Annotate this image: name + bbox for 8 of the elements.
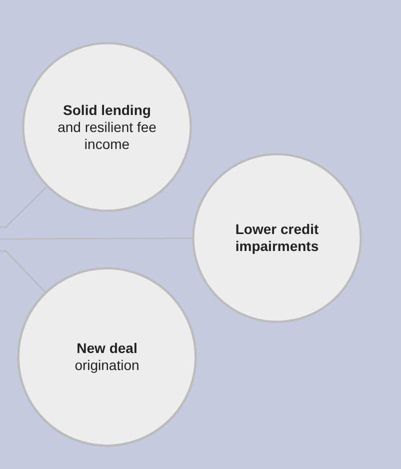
- node-heading: Lower credit impairments: [234, 221, 320, 255]
- node-heading: Solid lending: [63, 102, 151, 118]
- connector-line: [0, 238, 192, 240]
- node-heading: New deal: [76, 340, 138, 357]
- connector-line: [0, 250, 46, 292]
- node-text: origination: [74, 357, 140, 374]
- node-text: and resilient fee income: [56, 118, 158, 152]
- connector-line: [0, 186, 48, 228]
